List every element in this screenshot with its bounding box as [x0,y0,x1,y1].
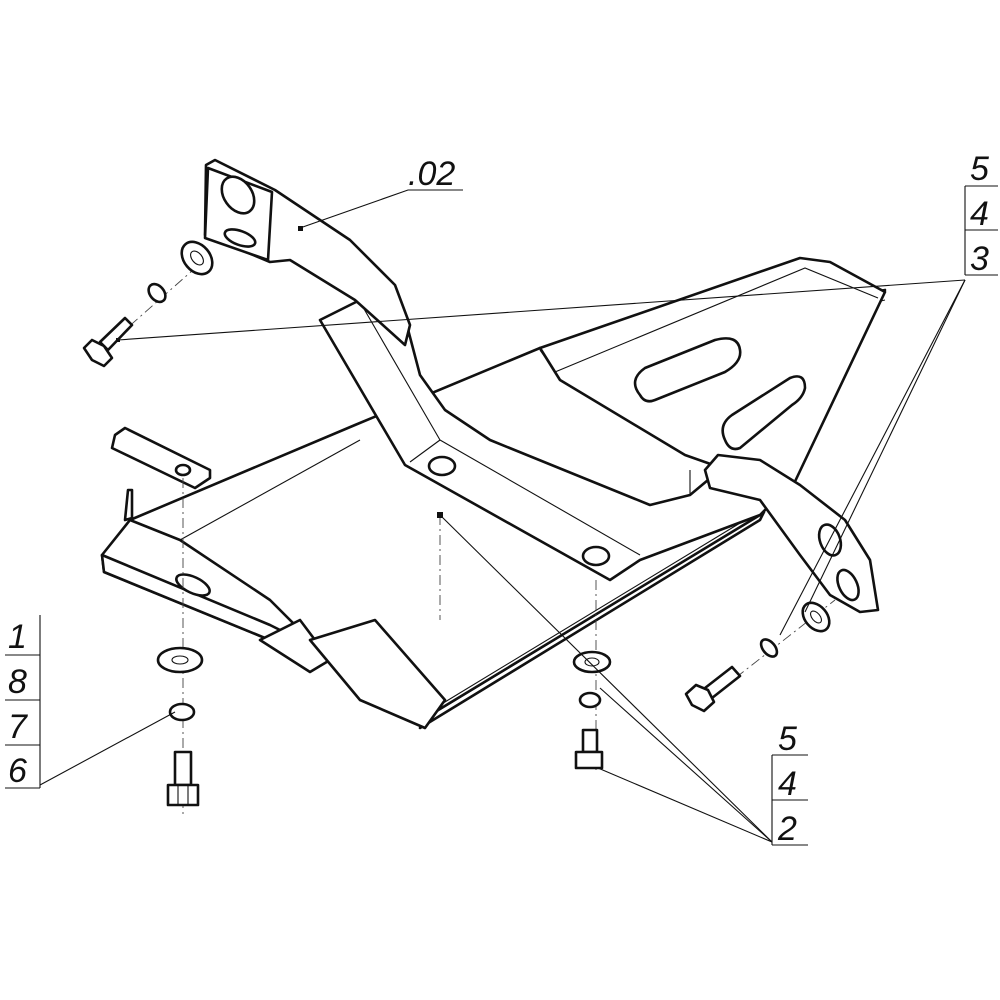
channel-nut-right [581,545,611,567]
callout-item: 6 [8,752,27,790]
spring-washer-icon [759,638,779,658]
bolt-head-icon [82,338,114,368]
flange-hole [175,573,211,597]
washer-icon [572,650,612,674]
bolt-head-icon [574,750,604,770]
bracket-slot-upper [220,175,256,215]
callout-item: 1 [8,618,27,656]
callout-item: 4 [778,765,797,803]
washer-icon [156,646,204,674]
center-channel [318,298,792,582]
bolt-head-icon [166,783,200,807]
bolt-shank-icon [581,728,599,754]
left-flange [100,488,447,730]
callout-item: 5 [778,720,797,758]
bracket-slot-lower [223,228,257,248]
callout-item: 7 [8,708,28,746]
strap-plate [110,426,212,490]
bolt-shank-icon [173,750,193,787]
slot-lower [721,375,807,451]
spring-washer-icon [147,282,167,304]
right-wing [538,256,887,494]
washer-icon [801,601,831,633]
slot-upper [633,337,742,403]
callout-item: 4 [970,195,989,233]
fasteners-right [684,601,831,713]
fasteners-lower-right [572,650,612,770]
callout-item: 2 [777,810,797,848]
callout-label-02: .02 [408,155,455,193]
callout-item: 5 [970,150,989,188]
callout-item: 3 [970,240,989,278]
channel-nut-left [427,455,457,477]
right-bracket-slot-lower [836,568,860,602]
bolt-head-icon [684,683,716,713]
fasteners-upper-left [82,240,214,368]
spring-washer-icon [578,691,602,709]
callout-stack-bottom-right: 5 4 2 [771,720,808,848]
bracket-02 [203,158,412,347]
callout-item: 8 [8,663,27,701]
washer-icon [180,240,214,276]
spring-washer-icon [168,702,196,722]
leader-lines [39,189,966,843]
fasteners-lower-left [156,646,204,807]
callout-stack-left: 1 8 7 6 [5,615,41,790]
strap-hole [174,463,192,477]
callout-stack-top-right: 5 4 3 [964,150,998,278]
